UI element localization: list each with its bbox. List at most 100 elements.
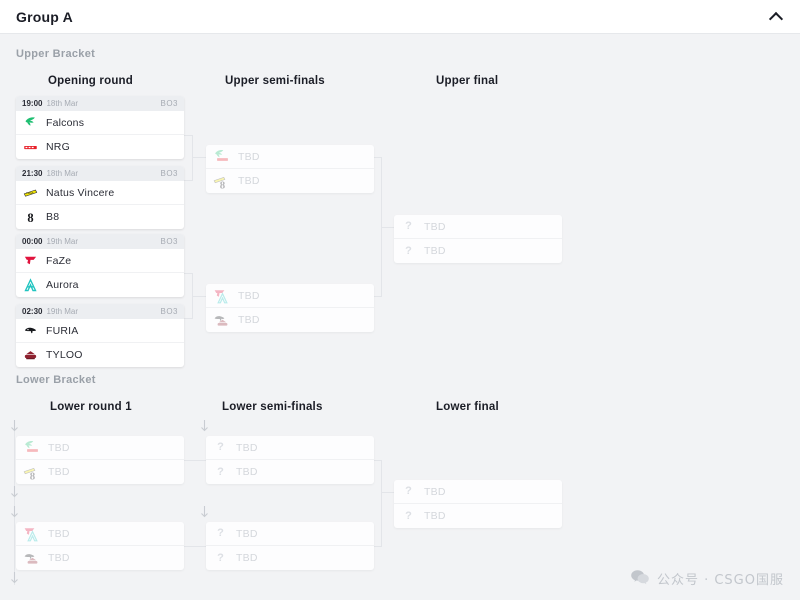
match-card[interactable]: 19:00 18th Mar BO3 Falcons NRG xyxy=(16,96,184,159)
team-name: TBD xyxy=(238,289,260,302)
team-row[interactable]: TBD xyxy=(206,145,374,169)
team-name: TBD xyxy=(238,314,260,326)
team-row[interactable]: FURIA xyxy=(16,319,184,343)
team-row[interactable]: 8 TBD xyxy=(206,169,374,193)
team-row[interactable]: TBD xyxy=(206,308,374,332)
falcons-logo xyxy=(23,115,38,130)
team-row[interactable]: ? TBD xyxy=(394,504,562,528)
team-name: TBD xyxy=(424,220,446,233)
team-row[interactable]: 8 TBD xyxy=(16,460,184,484)
team-name: TBD xyxy=(238,175,260,187)
team-row[interactable]: Falcons xyxy=(16,111,184,135)
match-card[interactable]: 21:30 18th Mar BO3 NAVI Natus Vincere 8 … xyxy=(16,166,184,229)
drop-arrow-icon xyxy=(10,420,19,433)
match-meta: 00:00 19th Mar BO3 xyxy=(16,234,184,249)
svg-text:8: 8 xyxy=(30,470,36,482)
team-row[interactable]: ? TBD xyxy=(206,522,374,546)
team-name: B8 xyxy=(46,211,60,223)
wechat-icon xyxy=(630,569,650,588)
team-name: Falcons xyxy=(46,116,85,129)
team-row[interactable]: TBD xyxy=(16,522,184,546)
team-row[interactable]: ? TBD xyxy=(206,460,374,484)
team-name: TYLOO xyxy=(46,349,83,361)
upper-bracket-label: Upper Bracket xyxy=(16,48,96,60)
round-header-upper-semis: Upper semi-finals xyxy=(225,75,325,87)
team-name: Aurora xyxy=(46,279,79,291)
team-name: TBD xyxy=(48,466,70,478)
faze-logo xyxy=(23,253,38,268)
team-name: TBD xyxy=(236,441,258,454)
match-card[interactable]: ? TBD ? TBD xyxy=(206,436,374,484)
team-row[interactable]: FaZe xyxy=(16,249,184,273)
match-card[interactable]: TBD TBD xyxy=(206,284,374,332)
round-header-lower-semis: Lower semi-finals xyxy=(222,401,323,413)
drop-arrow-icon xyxy=(200,420,209,433)
ghost-logos xyxy=(23,439,40,456)
match-format: BO3 xyxy=(160,237,178,246)
connector xyxy=(192,135,193,181)
page-title: Group A xyxy=(16,8,73,25)
team-row[interactable]: ? TBD xyxy=(394,480,562,504)
team-row[interactable]: TBD xyxy=(16,546,184,570)
team-name: TBD xyxy=(236,527,258,540)
round-header-lower-r1: Lower round 1 xyxy=(50,401,132,413)
question-mark-icon: ? xyxy=(405,220,412,232)
match-card[interactable]: 02:30 19th Mar BO3 FURIA TYLOO xyxy=(16,304,184,367)
match-card[interactable]: 00:00 19th Mar BO3 FaZe Aurora xyxy=(16,234,184,297)
connector xyxy=(371,460,381,461)
team-name: FURIA xyxy=(46,324,79,337)
match-time: 00:00 xyxy=(22,237,43,246)
match-card[interactable]: ? TBD ? TBD xyxy=(394,215,562,263)
connector xyxy=(381,492,394,493)
furia-logo xyxy=(23,323,38,338)
team-row[interactable]: ? TBD xyxy=(394,239,562,263)
match-meta: 02:30 19th Mar BO3 xyxy=(16,304,184,319)
team-row[interactable]: Aurora xyxy=(16,273,184,297)
team-row[interactable]: ? TBD xyxy=(394,215,562,239)
chevron-up-icon[interactable] xyxy=(770,10,784,24)
team-name: TBD xyxy=(48,441,70,454)
match-card[interactable]: TBD 8 TBD xyxy=(16,436,184,484)
match-card[interactable]: TBD TBD xyxy=(16,522,184,570)
b8-logo: 8 xyxy=(23,210,38,225)
team-row[interactable]: 8 B8 xyxy=(16,205,184,229)
team-name: TBD xyxy=(424,485,446,498)
ghost-logos xyxy=(213,312,230,329)
team-row[interactable]: TBD xyxy=(16,436,184,460)
team-row[interactable]: ? TBD xyxy=(206,436,374,460)
ghost-logos xyxy=(23,550,40,567)
team-row[interactable]: ? TBD xyxy=(206,546,374,570)
match-date: 18th Mar xyxy=(46,99,79,108)
match-format: BO3 xyxy=(160,307,178,316)
team-row[interactable]: NAVI Natus Vincere xyxy=(16,181,184,205)
team-name: NRG xyxy=(46,141,70,153)
connector xyxy=(381,227,394,228)
drop-arrow-icon xyxy=(10,486,19,499)
match-card[interactable]: ? TBD ? TBD xyxy=(206,522,374,570)
question-mark-icon: ? xyxy=(405,509,412,522)
connector xyxy=(381,460,382,547)
team-name: TBD xyxy=(236,466,258,478)
svg-text:8: 8 xyxy=(27,210,33,224)
aurora-logo xyxy=(23,277,38,293)
drop-arrow-icon xyxy=(10,572,19,585)
connector xyxy=(182,273,192,274)
ghost-logos xyxy=(23,525,40,542)
team-row[interactable]: TYLOO xyxy=(16,343,184,367)
connector xyxy=(371,157,381,158)
ghost-logos xyxy=(213,287,230,304)
match-time: 19:00 xyxy=(22,99,43,108)
match-date: 19th Mar xyxy=(46,307,79,316)
team-row[interactable]: NRG xyxy=(16,135,184,159)
connector xyxy=(184,460,206,461)
team-row[interactable]: TBD xyxy=(206,284,374,308)
match-card[interactable]: ? TBD ? TBD xyxy=(394,480,562,528)
watermark-text: 公众号 · CSGO国服 xyxy=(656,573,784,588)
ghost-logos: 8 xyxy=(23,464,40,482)
match-card[interactable]: TBD 8 TBD xyxy=(206,145,374,193)
connector xyxy=(192,296,206,297)
match-date: 18th Mar xyxy=(46,169,79,178)
connector xyxy=(182,135,192,136)
svg-text:NAVI: NAVI xyxy=(26,191,33,195)
